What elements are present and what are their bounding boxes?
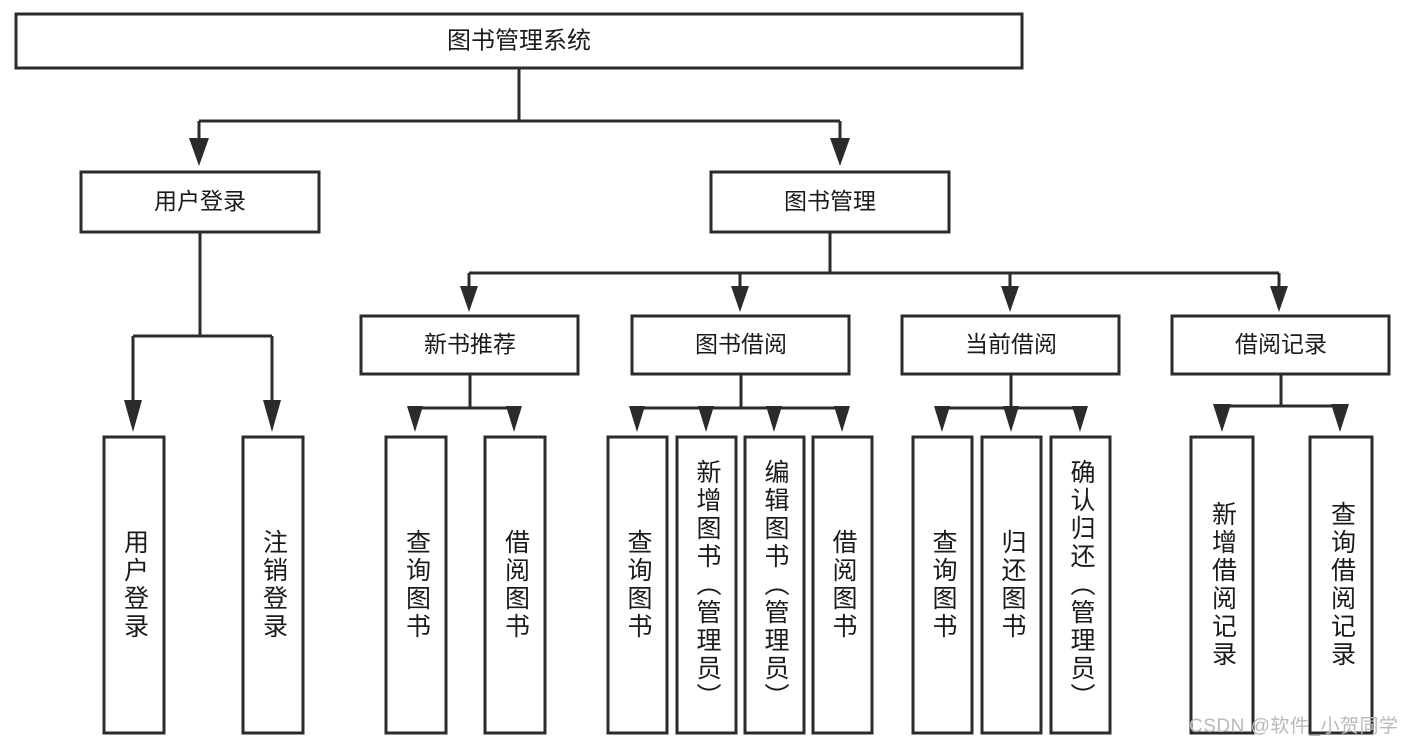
arrow-head-icon (1072, 406, 1088, 432)
node-current-borrow[interactable]: 当前借阅 (900, 314, 1121, 376)
arrow-head-icon (189, 138, 209, 166)
arrow-head-icon (460, 286, 478, 312)
node-new-book-recommend[interactable]: 新书推荐 (359, 314, 580, 376)
node-root-box[interactable] (14, 12, 1024, 70)
node-user-login-label: 用户登录 (154, 188, 246, 214)
arrow-head-icon (934, 406, 950, 432)
node-current-borrow-box[interactable] (900, 314, 1121, 376)
node-new-book-recommend-label: 新书推荐 (424, 331, 516, 357)
node-user-login[interactable]: 用户登录 (79, 170, 321, 234)
leaf-box-current-confirm-return[interactable] (1049, 435, 1112, 735)
arrow-head-icon (506, 406, 522, 432)
arrow-head-icon (1270, 286, 1288, 312)
node-new-book-recommend-box[interactable] (359, 314, 580, 376)
arrow-head-icon (766, 406, 782, 432)
leaf-box-record-query[interactable] (1308, 435, 1374, 735)
node-root[interactable]: 图书管理系统 (14, 12, 1024, 70)
connector-book-borrow-to-leaves (629, 374, 850, 432)
arrow-head-icon (731, 286, 749, 312)
node-current-borrow-label: 当前借阅 (965, 331, 1057, 357)
leaf-box-record-add[interactable] (1189, 435, 1255, 735)
node-book-borrow[interactable]: 图书借阅 (630, 314, 851, 376)
connector-root-to-level2 (189, 68, 850, 166)
watermark: CSDN @软件_小贺同学 (1189, 716, 1399, 737)
leaf-box-current-query-book[interactable] (911, 435, 974, 735)
connector-user-login-to-leaves (124, 232, 281, 432)
node-borrow-record-label: 借阅记录 (1235, 331, 1327, 357)
connector-new-book-recommend-to-leaves (407, 374, 522, 432)
arrow-head-icon (1001, 286, 1019, 312)
node-borrow-record[interactable]: 借阅记录 (1170, 314, 1391, 376)
node-user-login-box[interactable] (79, 170, 321, 234)
arrow-head-icon (698, 406, 714, 432)
connector-book-management-to-level3 (460, 232, 1288, 312)
connector-borrow-record-to-leaves (1213, 374, 1349, 432)
leaf-box-borrow-borrow-book[interactable] (811, 435, 874, 735)
node-root-label: 图书管理系统 (447, 27, 591, 54)
leaf-box-current-return-book[interactable] (980, 435, 1043, 735)
leaf-box-borrow-add-book[interactable] (675, 435, 738, 735)
leaf-box-recommend-borrow-book[interactable] (483, 435, 547, 735)
arrow-head-icon (1213, 404, 1231, 432)
arrow-head-icon (124, 400, 142, 432)
arrow-head-icon (263, 400, 281, 432)
node-book-management[interactable]: 图书管理 (709, 170, 951, 234)
arrow-head-icon (830, 138, 850, 166)
connector-current-borrow-to-leaves (934, 374, 1088, 432)
leaf-box-borrow-query-book[interactable] (606, 435, 669, 735)
node-book-borrow-label: 图书借阅 (695, 331, 787, 357)
arrow-head-icon (834, 406, 850, 432)
arrow-head-icon (629, 406, 645, 432)
arrow-head-icon (407, 406, 423, 432)
leaf-box-user-login[interactable] (102, 435, 166, 735)
leaf-box-recommend-query-book[interactable] (384, 435, 448, 735)
leaf-box-borrow-edit-book[interactable] (743, 435, 806, 735)
arrow-head-icon (1003, 406, 1019, 432)
leaf-box-logout[interactable] (241, 435, 305, 735)
arrow-head-icon (1331, 404, 1349, 432)
node-book-management-label: 图书管理 (784, 188, 876, 214)
